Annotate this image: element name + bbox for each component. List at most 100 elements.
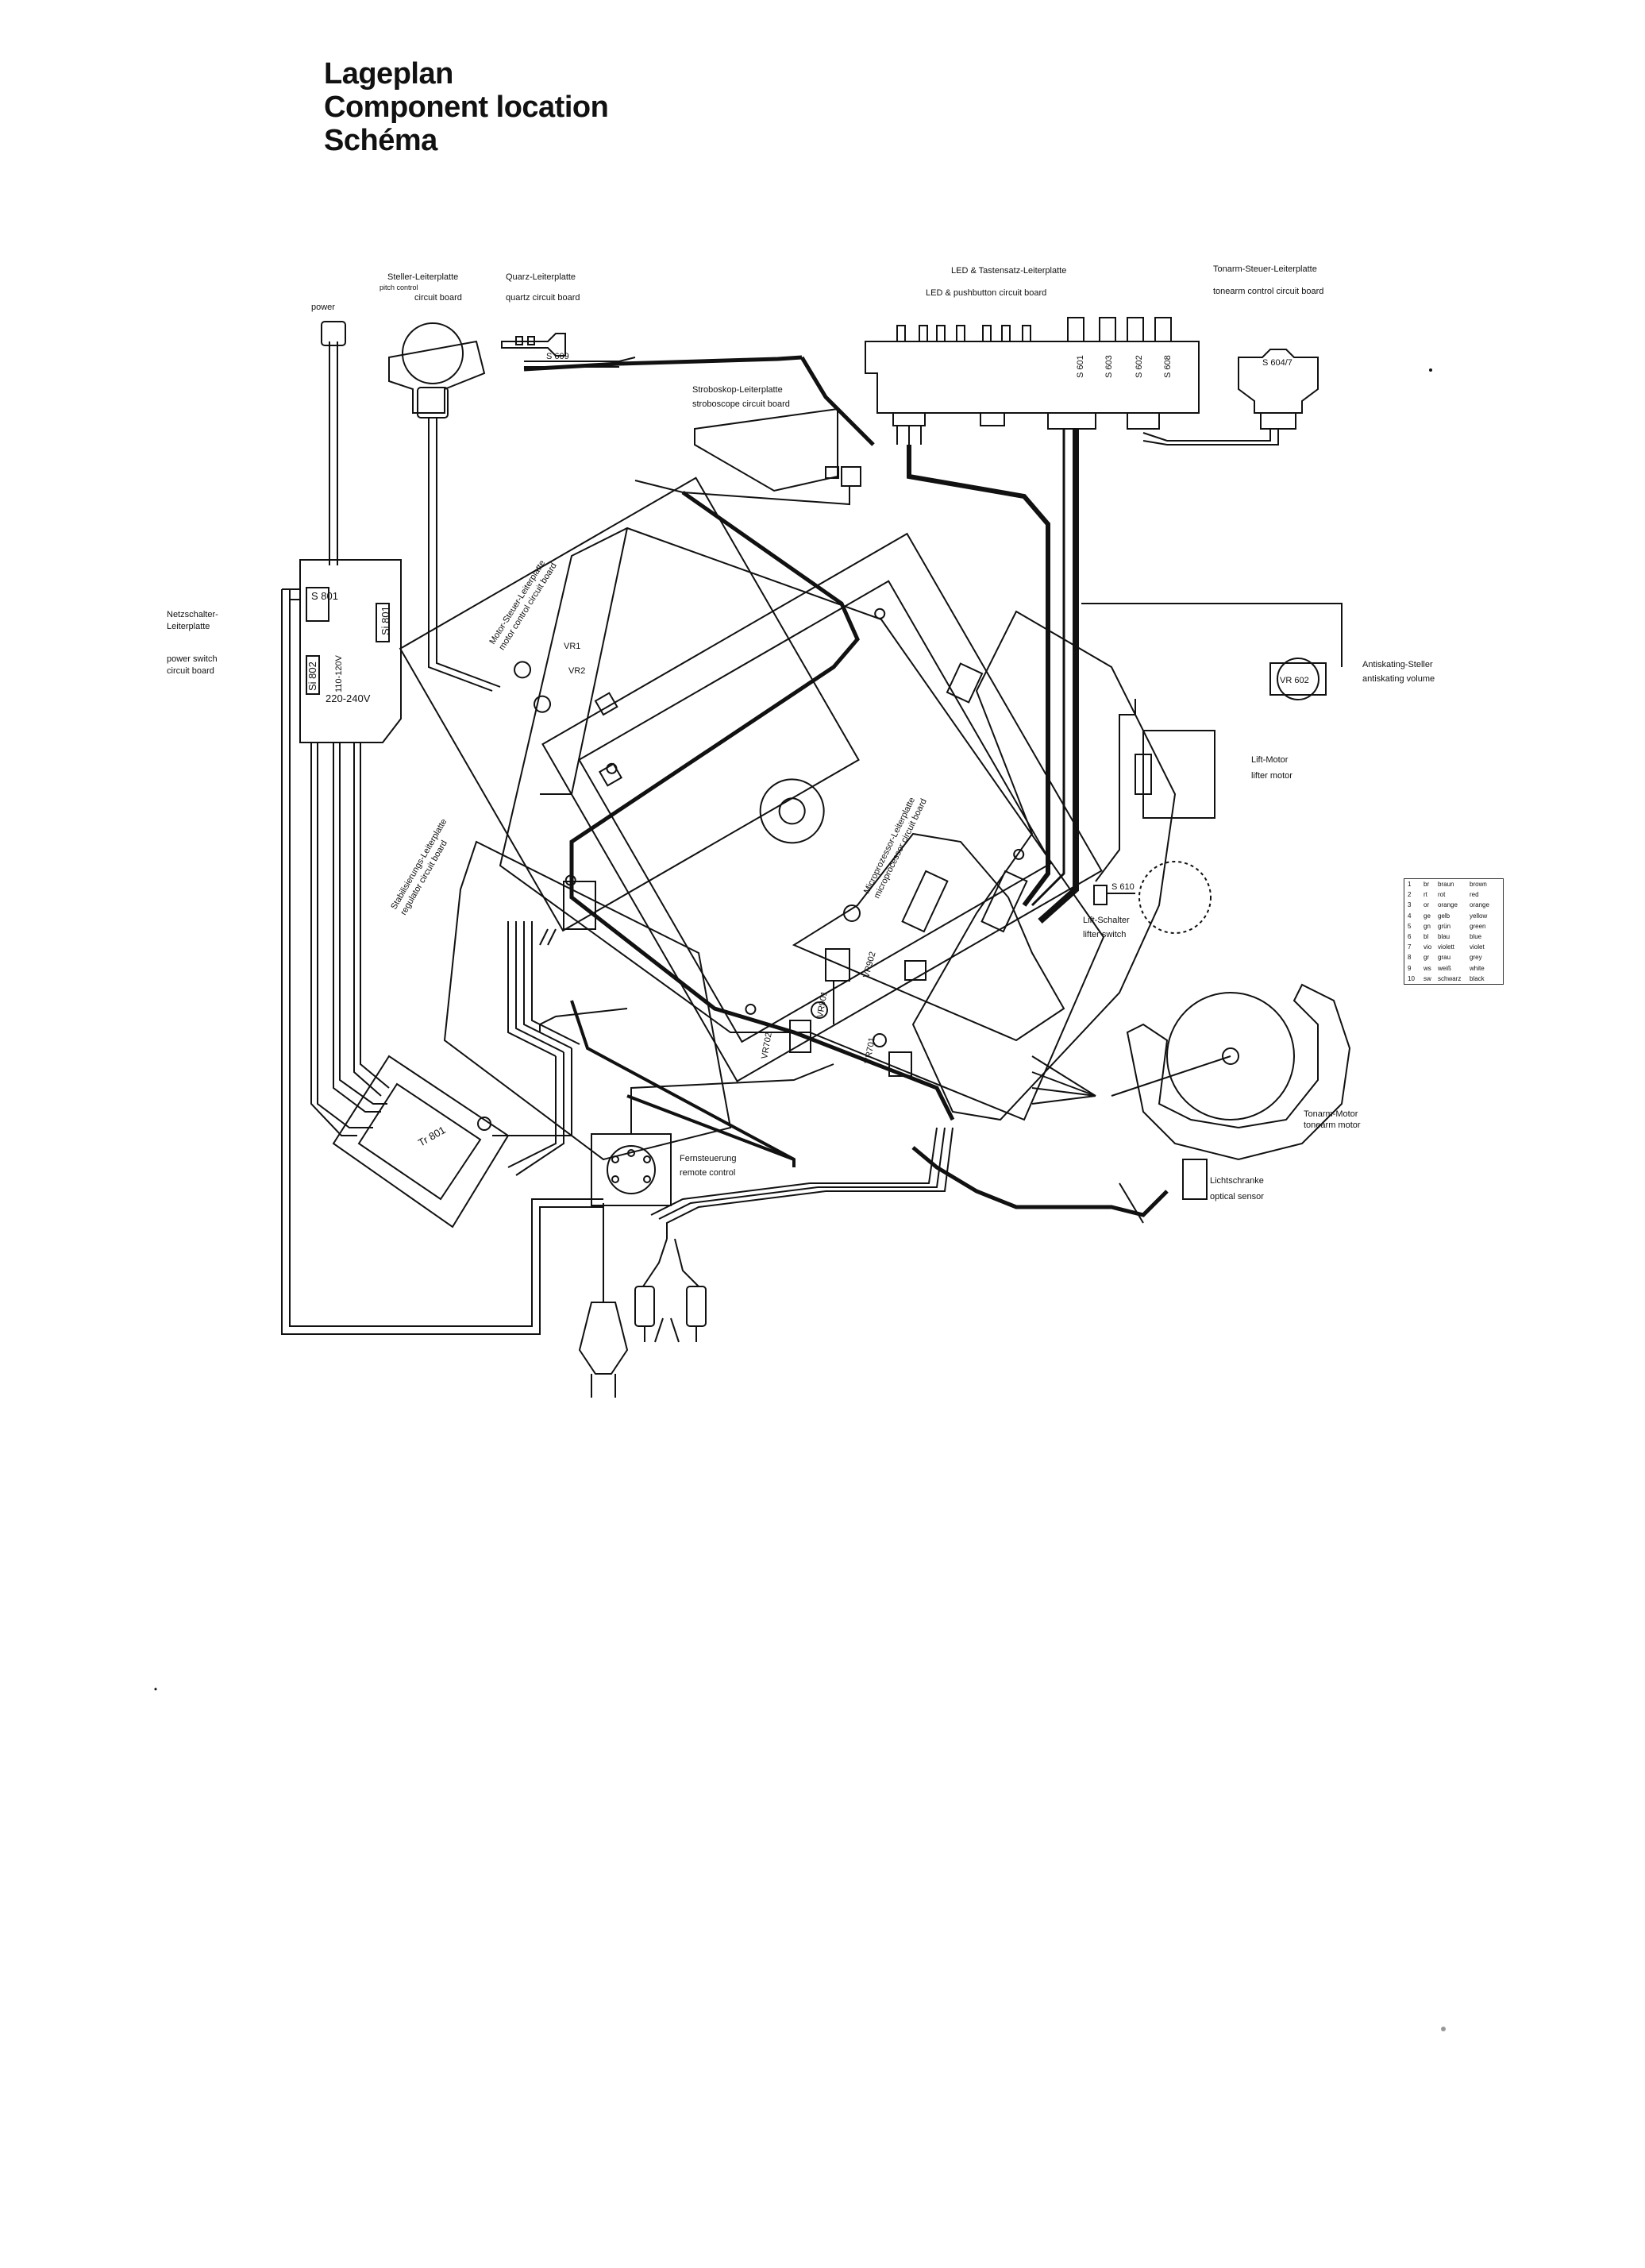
color-code-de: weiß [1438,964,1451,972]
label-lift-motor-en: lifter motor [1251,771,1292,781]
title-block: Lageplan Component location Schéma [324,57,609,157]
comp-s801: S 801 [311,590,338,602]
label-netz-en: power switch [167,654,218,664]
comp-s602: S 602 [1135,355,1144,378]
rca-plugs [634,1286,707,1343]
remote-control-socket [591,1063,834,1206]
label-licht-de: Lichtschranke [1210,1176,1264,1186]
comp-s610: S 610 [1111,882,1135,892]
title-en: Component location [324,91,609,124]
label-power: power [311,303,335,312]
color-code-de: gelb [1438,912,1450,920]
label-strobo-de: Stroboskop-Leiterplatte [692,385,783,395]
label-steller-en2: circuit board [414,293,462,303]
color-code-pin: 2 [1408,891,1412,899]
power-switch-board [281,321,603,1335]
label-netz-de: Netzschalter- [167,610,218,619]
color-code-abbr: gr [1423,954,1430,962]
label-motor-de: Motor-Steuer-Leiterplatte [487,559,547,646]
comp-vr2: VR2 [568,666,585,676]
color-code-pin: 8 [1408,954,1412,962]
color-code-de: grün [1438,922,1451,930]
led-pushbutton-board [865,317,1200,445]
color-code-de: blau [1438,933,1450,941]
color-code-row: 10 sw schwarz black [1404,974,1503,984]
color-code-abbr: sw [1423,974,1431,982]
color-code-de: schwarz [1438,974,1462,982]
label-led-de: LED & Tastensatz-Leiterplatte [951,266,1066,276]
label-fern-de: Fernsteuerung [680,1154,737,1163]
comp-s601: S 601 [1076,355,1085,378]
color-code-pin: 3 [1408,901,1412,909]
comp-s603: S 603 [1104,355,1114,378]
tonearm-control-board [1142,349,1319,446]
label-tonarm-steuer-en: tonearm control circuit board [1213,287,1323,296]
color-code-de: rot [1438,891,1446,899]
comp-v110: 110-120V [334,654,344,692]
comp-s609: S 609 [546,352,569,361]
label-tonarm-steuer-de: Tonarm-Steuer-Leiterplatte [1213,264,1317,274]
comp-s608: S 608 [1163,355,1173,378]
color-code-abbr: rt [1423,891,1427,899]
stray-mark [1429,368,1432,372]
color-code-abbr: ge [1423,912,1431,920]
color-code-pin: 4 [1408,912,1412,920]
color-code-en: black [1470,974,1485,982]
color-code-en: yellow [1470,912,1488,920]
color-code-pin: 7 [1408,943,1412,951]
color-code-abbr: gn [1423,922,1431,930]
label-steller-de: Steller-Leiterplatte [387,272,458,282]
color-code-pin: 10 [1408,974,1415,982]
comp-si801: Si 801 [379,606,391,635]
comp-vr602: VR 602 [1280,676,1309,685]
color-code-pin: 5 [1408,922,1412,930]
labels: power Netzschalter- Leiterplatte power s… [167,264,1435,1202]
color-code-abbr: vio [1423,943,1432,951]
stray-mark [1441,2027,1446,2031]
stroboscope-board [634,407,861,506]
comp-vr901: VR901 [815,990,830,1018]
lifter-motor [1095,699,1215,882]
label-licht-en: optical sensor [1210,1192,1264,1202]
quartz-board [501,333,636,368]
comp-tr801: Tr 801 [416,1124,448,1149]
label-tonarm-motor-de: Tonarm-Motor [1304,1109,1358,1119]
title-fr: Schéma [324,124,437,157]
microprocessor-board [789,832,1065,1077]
comp-s6047: S 604/7 [1262,358,1292,368]
label-stab-de: Stabilisierungs-Leiterplatte [389,817,449,911]
comp-vr1: VR1 [564,642,580,651]
stray-mark [154,1688,157,1691]
color-code-abbr: or [1423,901,1430,909]
label-led-en: LED & pushbutton circuit board [926,288,1046,298]
label-netz-de2: Leiterplatte [167,622,210,631]
label-lift-schalter-en: lifter switch [1083,930,1126,939]
color-code-de: grau [1438,954,1451,962]
motor-control-board [399,476,860,932]
label-netz-en2: circuit board [167,666,214,676]
lifter-switch [1093,861,1212,934]
comp-si802: Si 802 [306,662,318,691]
color-code-abbr: ws [1423,964,1431,972]
label-quarz-de: Quarz-Leiterplatte [506,272,576,282]
comp-vr701: VR701 [863,1036,877,1064]
color-code-en: violet [1470,943,1485,951]
color-code-de: braun [1438,881,1454,889]
comp-v220: 220-240V [326,692,371,704]
color-code-abbr: bl [1423,933,1429,941]
label-quarz-en: quartz circuit board [506,293,580,303]
color-code-en: white [1470,964,1485,972]
tonearm-motor [1031,983,1351,1161]
label-strobo-en: stroboscope circuit board [692,399,790,409]
label-steller-en1: pitch control [379,284,418,291]
